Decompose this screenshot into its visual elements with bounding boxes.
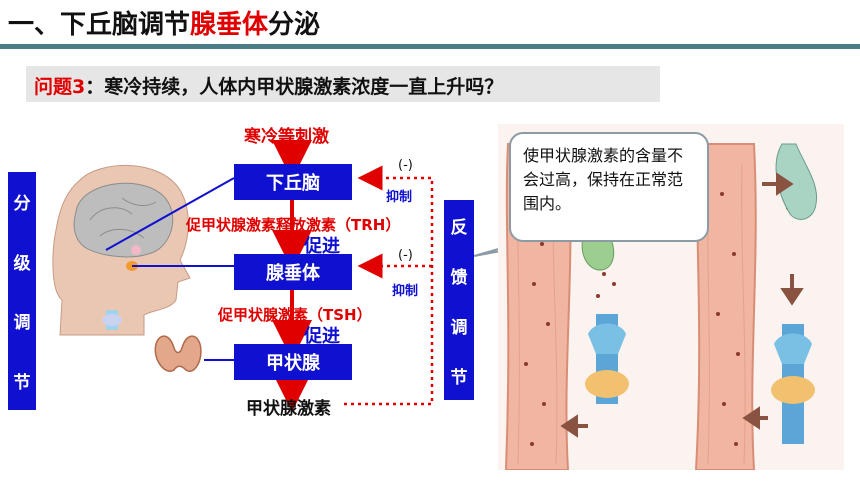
page-title: 一、下丘脑调节腺垂体分泌	[8, 4, 320, 41]
stimulus-label: 寒冷等刺激	[244, 127, 329, 147]
title-part-3: 分泌	[268, 10, 321, 40]
left-bar-char: 分	[13, 194, 31, 215]
flow-arrows-brown	[560, 172, 804, 438]
pituitary-label: 腺垂体	[266, 263, 320, 284]
hypothalamus-link-line	[105, 177, 235, 251]
pituitary-gland-left	[581, 233, 615, 271]
hypothalamus-box: 下丘脑	[234, 164, 352, 200]
inhibit-label-1: 抑制	[386, 190, 413, 205]
trh-label: 促甲状腺激素释放激素（TRH）	[186, 216, 401, 234]
pituitary-box: 腺垂体	[234, 254, 352, 290]
feedback-loop	[344, 165, 434, 406]
brain	[73, 182, 174, 258]
question-label: 问题3	[34, 76, 86, 98]
negative-sign-1: (-)	[398, 158, 413, 173]
thyroid-label: 甲状腺	[266, 353, 320, 374]
left-bar-char: 节	[13, 372, 31, 393]
thyroid-hormone-label: 甲状腺激素	[246, 399, 331, 419]
neck-thyroid-small	[102, 310, 122, 330]
feedback-regulation-bar: 反 馈 调 节	[444, 200, 474, 400]
thyroid-box: 甲状腺	[234, 344, 352, 380]
tsh-label: 促甲状腺激素（TSH）	[218, 306, 372, 324]
right-bar-char: 调	[450, 317, 468, 338]
negative-sign-2: (-)	[398, 248, 413, 263]
title-divider	[0, 44, 860, 49]
hierarchical-regulation-bar: 分 级 调 节	[8, 172, 36, 410]
hypothalamus-dot	[131, 245, 141, 255]
brain-folds	[89, 197, 157, 239]
right-bar-char: 节	[450, 367, 468, 388]
title-part-2: 腺垂体	[190, 10, 269, 40]
hypothalamus-label: 下丘脑	[266, 173, 320, 194]
thyroid-illustration	[154, 335, 202, 373]
thyroid-gland-left	[585, 314, 629, 404]
promote-label-2: 促进	[304, 326, 340, 347]
callout-bubble: 使甲状腺激素的含量不会过高，保持在正常范围内。	[509, 132, 709, 242]
thyroid-gland-right	[771, 324, 815, 444]
left-bar-char: 级	[13, 253, 31, 274]
right-bar-char: 反	[450, 217, 468, 238]
head-illustration	[52, 165, 191, 336]
thyroid-shape	[154, 335, 202, 373]
question-body: ：寒冷持续，人体内甲状腺激素浓度一直上升吗？	[85, 76, 504, 98]
promote-label-1: 促进	[304, 236, 340, 257]
left-bar-char: 调	[13, 313, 31, 334]
inhibit-label-2: 抑制	[392, 284, 419, 299]
title-part-1: 一、下丘脑调节	[8, 10, 191, 40]
right-bar-char: 馈	[450, 267, 468, 288]
question-text: 问题3：寒冷持续，人体内甲状腺激素浓度一直上升吗？	[34, 72, 503, 99]
question-box	[26, 66, 660, 102]
callout-text: 使甲状腺激素的含量不会过高，保持在正常范围内。	[523, 146, 684, 213]
